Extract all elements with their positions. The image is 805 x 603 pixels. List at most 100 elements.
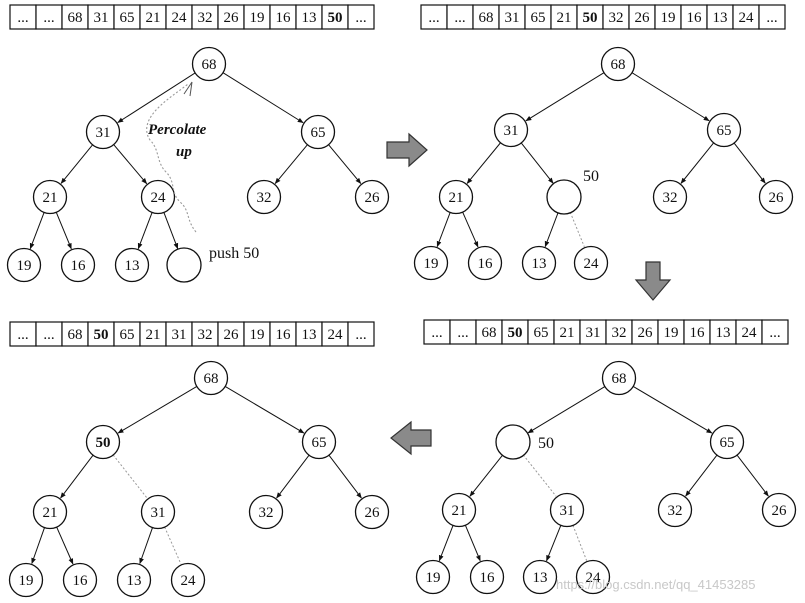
- tree-edge: [137, 212, 153, 250]
- array-cell-text: 65: [531, 10, 546, 26]
- tree-node: [140, 179, 176, 215]
- tree-edge: [112, 454, 148, 499]
- tree-edge: [117, 385, 198, 434]
- tree-edge: [527, 386, 606, 434]
- tree-edge: [31, 527, 45, 565]
- array-cell-text: ...: [457, 325, 468, 341]
- percolate-note-line1: Percolate: [148, 122, 207, 138]
- array-cell-text: ...: [766, 10, 777, 26]
- tree-node: [354, 179, 390, 215]
- array-cell-text: 19: [664, 325, 679, 341]
- tree-node-label: 13: [532, 256, 547, 272]
- watermark-text: https://blog.csdn.net/qq_41453285: [556, 577, 756, 592]
- tree-node: [652, 179, 688, 215]
- array-cell: [321, 4, 349, 30]
- array-cell: [269, 321, 297, 347]
- array-cell-text: 19: [661, 10, 676, 26]
- tree-node: [300, 114, 336, 150]
- tree-edge: [733, 142, 766, 184]
- arrow-right-icon: [386, 132, 428, 168]
- tree-node-label: 13: [127, 573, 142, 589]
- tree-edge: [546, 525, 562, 562]
- hole-label-step3: 50: [538, 435, 554, 452]
- tree-edge: [60, 144, 93, 184]
- array-cell-text: 32: [612, 325, 627, 341]
- tree-edge: [328, 454, 362, 499]
- tree-node-label: 68: [611, 57, 626, 73]
- array-cell: [87, 321, 115, 347]
- tree-edge: [55, 212, 72, 250]
- array-cell: [735, 319, 763, 345]
- array-cell: [217, 4, 245, 30]
- tree-node-label: 26: [769, 190, 785, 206]
- tree-edge: [569, 212, 585, 247]
- tree-node: [573, 245, 609, 281]
- tree-node-label: 26: [772, 503, 788, 519]
- tree-edge: [631, 72, 710, 122]
- tree-node: [467, 245, 503, 281]
- percolate-arrowhead-icon: [183, 81, 193, 97]
- array-cell-text: 21: [146, 327, 161, 343]
- array-cell: [347, 321, 375, 347]
- tree-node: [8, 562, 44, 598]
- array-cell-text: 26: [638, 325, 654, 341]
- tree-node: [657, 492, 693, 528]
- tree-node-label: 16: [478, 256, 494, 272]
- array-cell: [628, 4, 656, 30]
- tree-node: [521, 245, 557, 281]
- array-cell: [761, 319, 789, 345]
- percolate-note-line2: up: [176, 144, 192, 160]
- array-cell: [165, 321, 193, 347]
- array-cell-text: 26: [635, 10, 651, 26]
- array-cell-text: ...: [43, 327, 54, 343]
- tree-node: [116, 562, 152, 598]
- tree-node: [166, 247, 202, 283]
- tree-node-label: 50: [96, 435, 111, 451]
- array-cell: [321, 321, 349, 347]
- tree-edge: [139, 527, 153, 565]
- tree-node: [114, 247, 150, 283]
- tree-node-label: 13: [125, 258, 140, 274]
- array-cell: [217, 321, 245, 347]
- array-cell: [113, 321, 141, 347]
- array-cell: [758, 4, 786, 30]
- array-cell-text: 24: [739, 10, 755, 26]
- array-cell-text: 32: [198, 10, 213, 26]
- push-note: push 50: [209, 245, 259, 262]
- tree-node-label: 31: [151, 505, 166, 521]
- array-cell-text: 24: [742, 325, 758, 341]
- tree-node: [761, 492, 797, 528]
- array-cell-text: 65: [534, 325, 549, 341]
- array-cell-text: 19: [250, 327, 265, 343]
- array-cell: [576, 4, 604, 30]
- array-cell-text: ...: [17, 327, 28, 343]
- tree-edge: [224, 385, 305, 434]
- array-cell: [9, 4, 37, 30]
- array-cell: [605, 319, 633, 345]
- tree-node: [85, 424, 121, 460]
- tree-node-label: 21: [43, 190, 58, 206]
- array-cell-text: 68: [68, 327, 83, 343]
- array-cell-text: ...: [454, 10, 465, 26]
- tree-edge: [436, 212, 451, 248]
- array-cell: [475, 319, 503, 345]
- array-cell-text: 65: [120, 327, 135, 343]
- tree-node-label: 68: [204, 371, 219, 387]
- array-cell: [295, 321, 323, 347]
- tree-edge: [60, 454, 94, 499]
- array-cell-text: 26: [224, 327, 240, 343]
- tree-edge: [164, 526, 182, 565]
- tree-edge: [274, 144, 308, 185]
- array-cell: [553, 319, 581, 345]
- array-cell-text: 50: [583, 10, 598, 26]
- tree-node-label: 24: [151, 190, 167, 206]
- tree-node-label: 32: [257, 190, 272, 206]
- tree-node: [709, 424, 745, 460]
- tree-node-label: 16: [73, 573, 89, 589]
- hole-label-step2: 50: [583, 168, 599, 185]
- array-cell: [9, 321, 37, 347]
- tree-edge: [544, 212, 559, 248]
- tree-edge: [466, 142, 501, 184]
- tree-node: [301, 424, 337, 460]
